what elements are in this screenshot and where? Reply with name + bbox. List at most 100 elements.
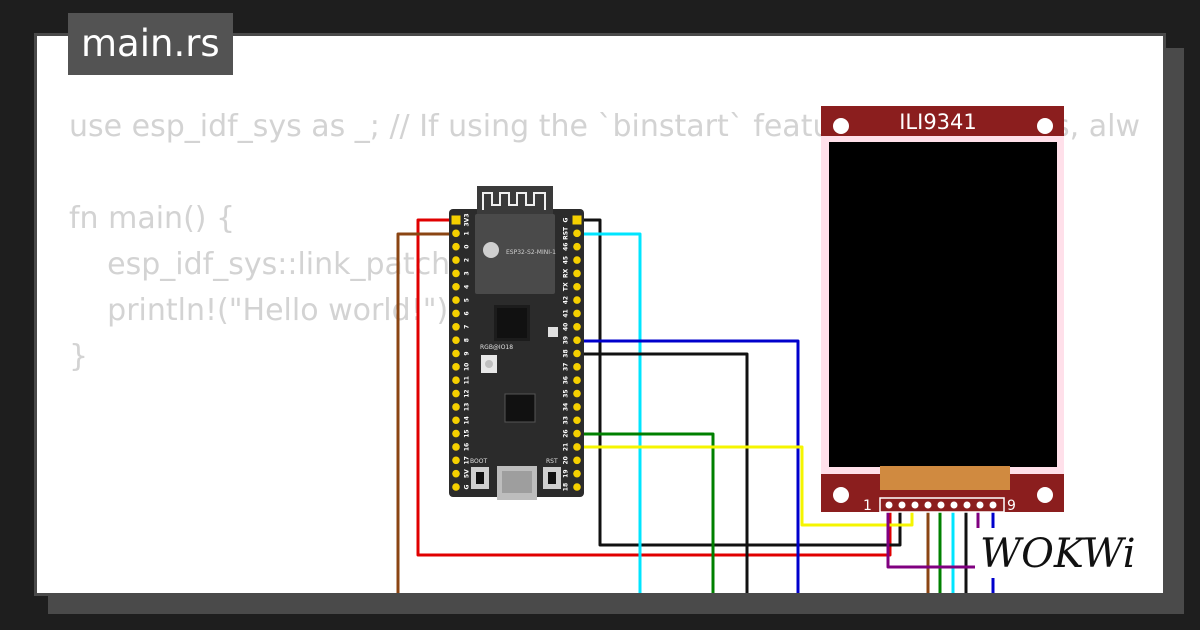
pin-dot[interactable] (452, 483, 460, 491)
pin-label: 4 (464, 285, 471, 289)
pin-label: 40 (563, 323, 570, 331)
pin-dot[interactable] (573, 229, 581, 238)
pin-dot[interactable] (452, 443, 460, 451)
espressif-logo-icon (483, 242, 499, 258)
rgb-led-icon (485, 360, 493, 368)
pin-dot[interactable] (452, 389, 460, 398)
pin-dot[interactable] (573, 416, 581, 425)
pin-dot[interactable] (573, 242, 581, 251)
pin-label: 26 (563, 429, 570, 437)
pin-dot[interactable] (452, 456, 460, 465)
display-pin-header (885, 501, 997, 509)
pin-dot[interactable] (573, 216, 581, 224)
wire-yellow (577, 445, 914, 527)
pin-label: 20 (563, 456, 570, 464)
pin-dot[interactable] (452, 216, 460, 224)
pin-dot[interactable] (452, 256, 460, 264)
pin-dot[interactable] (452, 296, 460, 304)
pin-dot[interactable] (452, 416, 460, 425)
pin-label: TX (563, 282, 570, 291)
display-pin[interactable] (963, 501, 971, 509)
pin-dot[interactable] (573, 403, 581, 411)
pin-first-label: 1 (863, 498, 872, 514)
pin-dot[interactable] (573, 269, 581, 278)
pin-label: 0 (464, 245, 471, 249)
file-tab[interactable]: main.rs (68, 13, 233, 75)
pin-dot[interactable] (452, 403, 460, 411)
pin-dot[interactable] (573, 429, 581, 438)
ili9341-display: ILI9341 1 9 (821, 106, 1064, 514)
code-line: println!("Hello world!"); (69, 293, 459, 328)
pin-label: 45 (563, 256, 570, 264)
wire-brown (396, 232, 457, 593)
pin-dot[interactable] (452, 323, 460, 331)
display-pin[interactable] (976, 501, 984, 509)
wire-black-38 (577, 352, 749, 593)
pin-dot[interactable] (573, 309, 581, 318)
wire-blue (577, 339, 800, 593)
pin-dot[interactable] (573, 456, 581, 465)
display-pin[interactable] (937, 501, 945, 509)
wokwi-logo: WOKWi (980, 531, 1136, 577)
pin-label: 13 (464, 403, 471, 411)
pin-label: 5 (464, 298, 471, 302)
pin-dot[interactable] (573, 469, 581, 478)
pin-label: 9 (464, 351, 471, 355)
pin-dot[interactable] (573, 282, 581, 291)
pin-dot[interactable] (452, 469, 460, 478)
pin-dot[interactable] (573, 336, 581, 344)
display-pin[interactable] (989, 501, 997, 509)
pin-dot[interactable] (452, 336, 460, 344)
pin-dot[interactable] (573, 376, 581, 385)
pin-label: 12 (464, 389, 471, 397)
pin-label: 8 (464, 338, 471, 342)
pin-dot[interactable] (573, 363, 581, 371)
pin-dot[interactable] (573, 483, 581, 491)
pin-label: 21 (563, 443, 570, 451)
pin-label: 17 (464, 456, 471, 464)
pin-dot[interactable] (573, 296, 581, 304)
pin-label: 41 (563, 309, 570, 317)
display-pin[interactable] (924, 501, 932, 509)
pin-dot[interactable] (452, 429, 460, 438)
pin-label: 3V3 (464, 214, 471, 227)
pin-label: 42 (563, 296, 570, 304)
pin-label: 1 (464, 231, 471, 235)
pin-dot[interactable] (452, 242, 460, 251)
pin-dot[interactable] (573, 349, 581, 358)
pin-dot[interactable] (573, 443, 581, 451)
pin-dot[interactable] (573, 256, 581, 264)
display-pin[interactable] (898, 501, 906, 509)
display-pin[interactable] (950, 501, 958, 509)
pin-dot[interactable] (452, 229, 460, 238)
esp32-s2-board: ESP32-S2-MINI-1 RGB@IO18 BOOT RST 3V3102… (449, 186, 584, 500)
mount-hole (1037, 118, 1053, 134)
pin-label: 33 (563, 416, 570, 424)
mount-hole (833, 118, 849, 134)
display-pin[interactable] (885, 501, 893, 509)
pin-dot[interactable] (452, 309, 460, 318)
pin-dot[interactable] (452, 282, 460, 291)
display-pin[interactable] (911, 501, 919, 509)
pin-label: 36 (563, 376, 570, 384)
pin-label: 18 (563, 483, 570, 491)
code-line: } (69, 339, 89, 374)
display-title: ILI9341 (899, 110, 977, 134)
pin-label: 37 (563, 363, 570, 371)
rst-label: RST (546, 458, 558, 465)
pin-dot[interactable] (452, 269, 460, 278)
pin-dot[interactable] (573, 389, 581, 398)
pin-dot[interactable] (573, 323, 581, 331)
pin-label: 19 (563, 469, 570, 477)
pin-label: 11 (464, 376, 471, 384)
pin-dot[interactable] (452, 376, 460, 385)
wire-black-gnd (577, 218, 902, 547)
pin-label: 10 (464, 363, 471, 371)
pin-label: G (563, 217, 570, 222)
pin-label: 2 (464, 258, 471, 262)
pin-dot[interactable] (452, 363, 460, 371)
pin-label: 16 (464, 443, 471, 451)
pin-dot[interactable] (452, 349, 460, 358)
